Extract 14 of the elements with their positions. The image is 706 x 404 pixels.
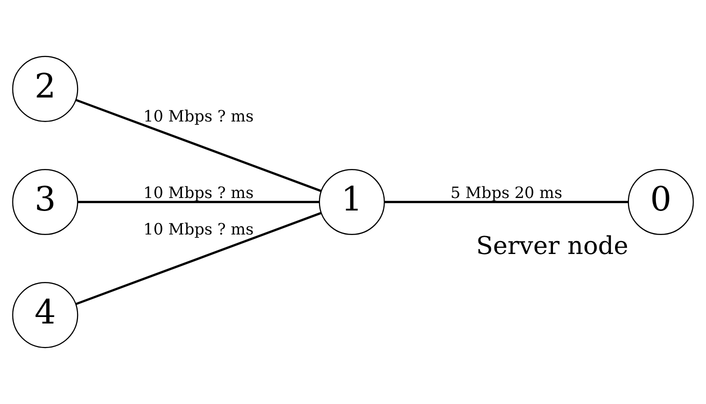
node-circle: 4	[12, 282, 78, 348]
edge-label: 10 Mbps ? ms	[143, 220, 254, 239]
connector	[384, 200, 628, 204]
node-circle: 3	[12, 168, 78, 236]
node-circle: 1	[318, 168, 385, 236]
node-circle: 2	[12, 56, 78, 122]
connector	[78, 200, 320, 204]
edge-label: 5 Mbps 20 ms	[450, 182, 562, 202]
edge-label: 10 Mbps ? ms	[143, 106, 254, 126]
node-circle: 0	[628, 168, 694, 236]
node-label: Server node	[476, 231, 628, 260]
connector	[76, 212, 322, 306]
edge-label: 10 Mbps ? ms	[143, 182, 254, 202]
connector	[76, 98, 322, 192]
